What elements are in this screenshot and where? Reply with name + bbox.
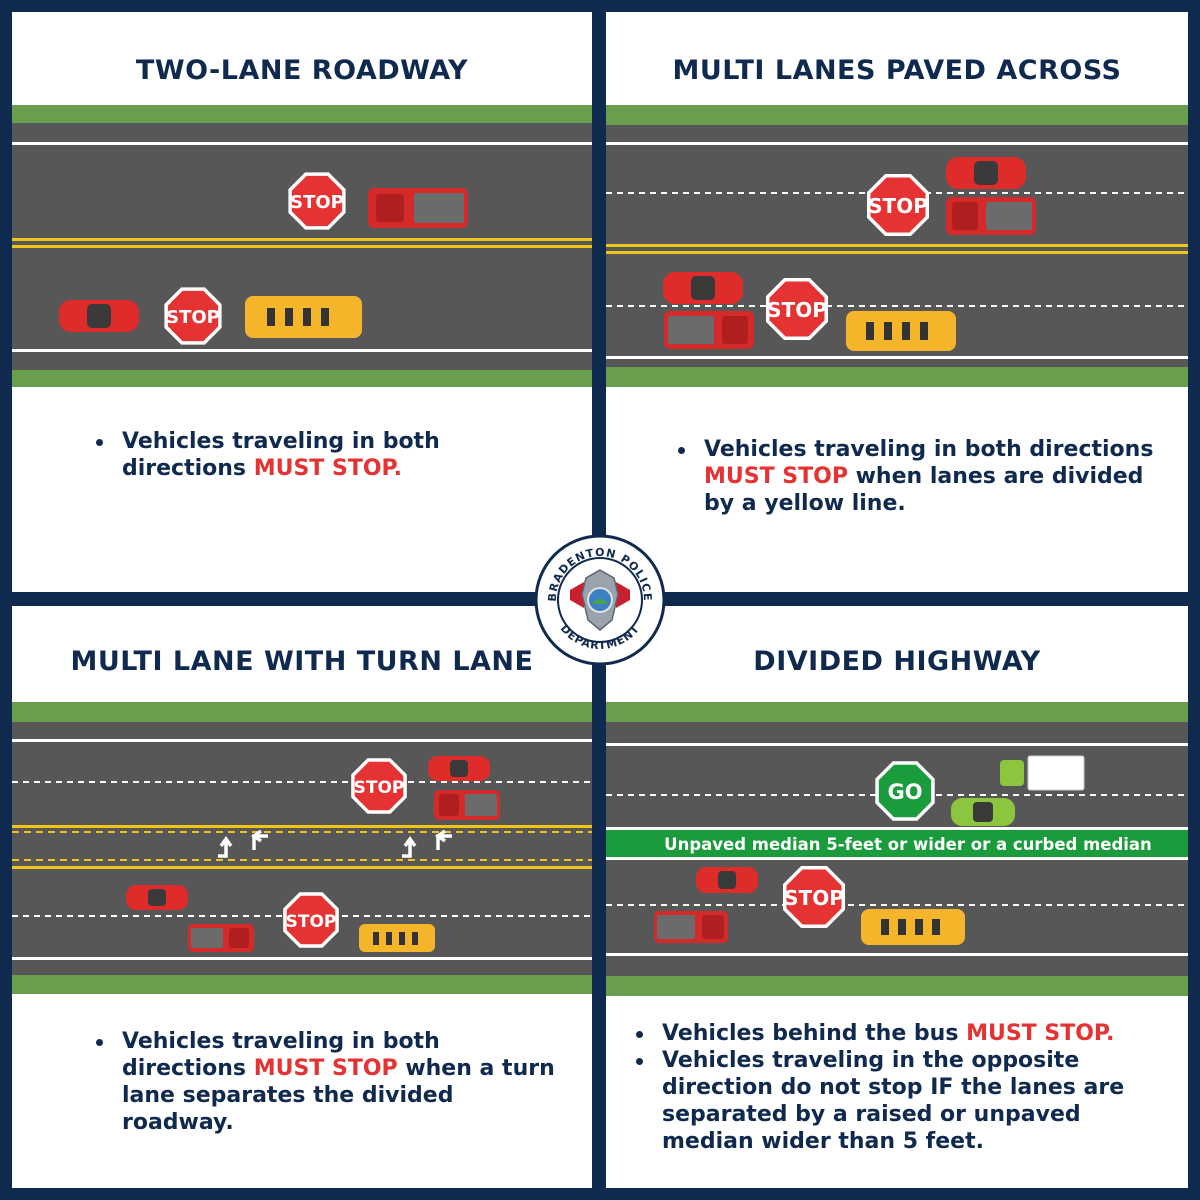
school-bus-icon (359, 924, 435, 952)
school-bus-icon (846, 311, 956, 351)
car-icon (59, 300, 139, 332)
car-icon (946, 157, 1026, 189)
must-stop-emphasis: MUST STOP. (253, 456, 402, 481)
pickup-truck-icon (654, 911, 728, 943)
pickup-truck-icon (664, 311, 754, 349)
octagon-stop-sign-icon: STOP (288, 172, 346, 230)
double-yellow-line (606, 244, 1188, 247)
bullet-list: Vehicles traveling in both directions MU… (96, 428, 556, 482)
double-yellow-line (606, 251, 1188, 254)
edge-line (606, 356, 1188, 359)
must-stop-emphasis: MUST STOP (253, 1056, 398, 1081)
octagon-stop-sign-icon: STOP (766, 278, 828, 340)
school-bus-icon (245, 296, 362, 338)
turn-lane-yellow-line (12, 825, 592, 828)
car-icon (951, 798, 1015, 826)
bullet-item: Vehicles traveling in the opposite direc… (636, 1047, 1166, 1155)
police-badge-icon: BRADENTON POLICE DEPARTMENT (534, 534, 666, 666)
car-icon (126, 885, 188, 910)
grass-strip (12, 105, 592, 123)
panel-title: MULTI LANES PAVED ACROSS (672, 55, 1122, 86)
median-label: Unpaved median 5-feet or wider or a curb… (664, 835, 1152, 854)
double-yellow-line (12, 245, 592, 248)
pickup-truck-icon (188, 924, 254, 952)
octagon-stop-sign-icon: STOP (783, 866, 845, 928)
grass-strip (606, 367, 1188, 387)
octagon-go-sign-icon: GO (875, 761, 935, 821)
must-stop-emphasis: MUST STOP (704, 464, 848, 489)
pickup-truck-icon (434, 790, 500, 820)
grass-strip (12, 370, 592, 387)
bullet-item: Vehicles traveling in both directions MU… (96, 428, 556, 482)
flag-ribbon (570, 582, 584, 608)
octagon-stop-sign-icon: STOP (283, 892, 339, 948)
panel-title: MULTI LANE WITH TURN LANE (70, 646, 534, 677)
stop-sign-label: STOP (868, 194, 928, 218)
edge-line (606, 857, 1188, 860)
pickup-truck-icon (946, 197, 1036, 235)
edge-line (12, 142, 592, 145)
multi-lane-road-scene: STOP STOP (606, 105, 1188, 387)
bullet-item: Vehicles behind the bus MUST STOP. (636, 1020, 1166, 1047)
bullet-list: Vehicles behind the bus MUST STOP. Vehic… (636, 1020, 1166, 1155)
divided-highway-scene: Unpaved median 5-feet or wider or a curb… (606, 702, 1188, 996)
edge-line (12, 739, 592, 742)
grass-strip (606, 105, 1188, 125)
panel-title: DIVIDED HIGHWAY (753, 646, 1041, 677)
stop-sign-label: STOP (767, 298, 827, 322)
edge-line (12, 349, 592, 352)
octagon-stop-sign-icon: STOP (351, 758, 407, 814)
car-icon (663, 272, 743, 304)
bullet-item: Vehicles traveling in both directions MU… (96, 1028, 566, 1136)
box-truck-icon (1000, 755, 1085, 791)
edge-line (606, 743, 1188, 746)
car-icon (428, 756, 490, 781)
panel-multi-lane-with-turn-lane: MULTI LANE WITH TURN LANE STOP STOP Vehi… (12, 606, 592, 1188)
stop-sign-label: STOP (354, 778, 405, 798)
stop-sign-label: STOP (166, 307, 220, 328)
grass-strip (606, 702, 1188, 722)
grass-strip (12, 702, 592, 722)
octagon-stop-sign-icon: STOP (867, 174, 929, 236)
bullet-list: Vehicles traveling in both directions MU… (678, 436, 1158, 517)
edge-line (606, 142, 1188, 145)
edge-line (606, 827, 1188, 830)
panel-divided-highway: DIVIDED HIGHWAY Unpaved median 5-feet or… (606, 606, 1188, 1188)
turn-lane-yellow-line (12, 866, 592, 869)
go-sign-label: GO (887, 780, 922, 804)
edge-line (12, 957, 592, 960)
badge-seal-land (592, 599, 608, 604)
turn-lane-road-scene: STOP STOP (12, 702, 592, 994)
grass-strip (606, 976, 1188, 996)
bullet-list: Vehicles traveling in both directions MU… (96, 1028, 566, 1136)
flag-ribbon (616, 582, 630, 608)
two-lane-road-scene: STOP STOP (12, 105, 592, 387)
grass-strip (12, 975, 592, 994)
double-yellow-line (12, 238, 592, 241)
bullet-item: Vehicles traveling in both directions MU… (678, 436, 1158, 517)
edge-line (606, 953, 1188, 956)
stop-sign-label: STOP (290, 192, 344, 213)
stop-sign-label: STOP (286, 912, 337, 932)
stop-sign-label: STOP (784, 886, 844, 910)
school-bus-icon (861, 909, 965, 945)
car-icon (696, 867, 758, 893)
median-strip (606, 830, 1188, 857)
turn-arrows-icon (402, 829, 452, 858)
turn-arrows-icon (218, 829, 268, 858)
must-stop-emphasis: MUST STOP. (966, 1021, 1115, 1046)
pickup-truck-icon (368, 188, 468, 228)
panel-title: TWO-LANE ROADWAY (135, 55, 469, 86)
octagon-stop-sign-icon: STOP (164, 287, 222, 345)
panel-two-lane-roadway: TWO-LANE ROADWAY STOP STOP Vehicles trav… (12, 12, 592, 592)
panel-multi-lanes-paved-across: MULTI LANES PAVED ACROSS STOP STOP Vehic… (606, 12, 1188, 592)
